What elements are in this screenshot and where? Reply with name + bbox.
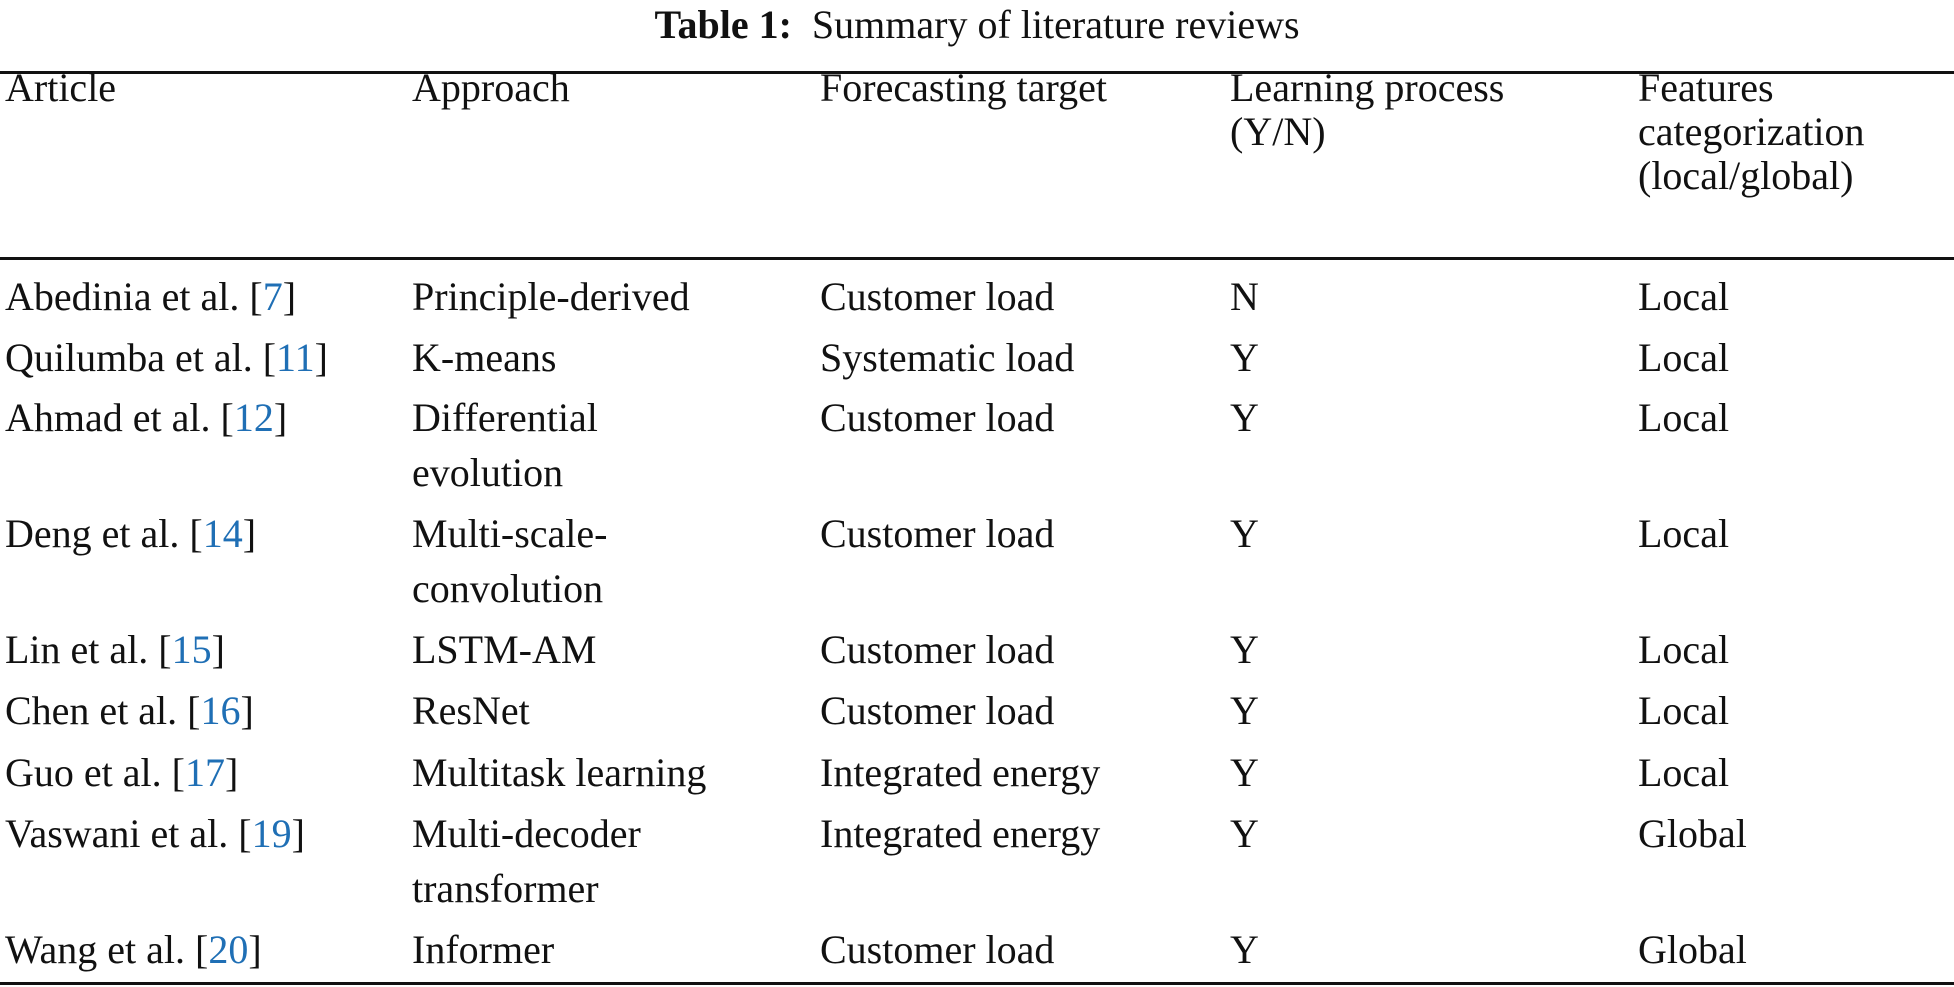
row-target: Customer load [820, 395, 1055, 440]
table-header-rule [0, 257, 1954, 260]
reference-link[interactable]: 12 [233, 395, 274, 440]
row-learning: Y [1230, 511, 1259, 556]
row-learning: Y [1230, 627, 1259, 672]
header-article: Article [5, 65, 117, 110]
row-features: Global [1638, 927, 1747, 972]
row-approach: ResNet [412, 688, 530, 733]
row-learning: Y [1230, 395, 1259, 440]
author-name: Quilumba et al. [5, 335, 253, 380]
row-approach: K-means [412, 335, 557, 380]
reference-link[interactable]: 17 [184, 750, 225, 795]
header-forecasting-target: Forecasting target [820, 65, 1107, 110]
row-article: Chen et al. [16] [5, 688, 254, 733]
row-learning: Y [1230, 688, 1259, 733]
author-name: Vaswani et al. [5, 811, 229, 856]
author-name: Wang et al. [5, 927, 186, 972]
row-learning: Y [1230, 927, 1259, 972]
author-name: Lin et al. [5, 627, 149, 672]
row-article: Wang et al. [20] [5, 927, 262, 972]
reference-link[interactable]: 14 [202, 511, 243, 556]
row-target: Customer load [820, 627, 1055, 672]
author-name: Chen et al. [5, 688, 178, 733]
header-features-local-global: (local/global) [1638, 153, 1854, 198]
row-target: Customer load [820, 274, 1055, 319]
row-target: Integrated energy [820, 750, 1101, 795]
reference-link[interactable]: 20 [208, 927, 249, 972]
row-learning: Y [1230, 750, 1259, 795]
row-approach-continued: convolution [412, 566, 604, 611]
table-caption-label: Table 1: [654, 2, 792, 47]
reference-link[interactable]: 19 [251, 811, 292, 856]
row-learning: N [1230, 274, 1259, 319]
header-features-categorization: categorization [1638, 109, 1865, 154]
row-article: Deng et al. [14] [5, 511, 257, 556]
header-features: Features [1638, 65, 1774, 110]
header-approach: Approach [412, 65, 570, 110]
author-name: Ahmad et al. [5, 395, 211, 440]
row-approach: Informer [412, 927, 555, 972]
row-approach-continued: transformer [412, 866, 599, 911]
reference-link[interactable]: 16 [200, 688, 241, 733]
reference-link[interactable]: 15 [171, 627, 212, 672]
row-approach: Multitask learning [412, 750, 707, 795]
row-target: Customer load [820, 511, 1055, 556]
row-article: Abedinia et al. [7] [5, 274, 297, 319]
row-features: Local [1638, 627, 1730, 672]
table-top-rule [0, 71, 1954, 74]
row-features: Local [1638, 688, 1730, 733]
author-name: Deng et al. [5, 511, 180, 556]
row-approach: LSTM-AM [412, 627, 597, 672]
row-features: Local [1638, 274, 1730, 319]
header-learning-process-yn: (Y/N) [1230, 109, 1326, 154]
row-features: Local [1638, 511, 1730, 556]
row-article: Guo et al. [17] [5, 750, 239, 795]
row-target: Customer load [820, 927, 1055, 972]
author-name: Guo et al. [5, 750, 162, 795]
row-article: Vaswani et al. [19] [5, 811, 305, 856]
row-approach: Principle-derived [412, 274, 690, 319]
row-features: Local [1638, 335, 1730, 380]
row-features: Global [1638, 811, 1747, 856]
row-learning: Y [1230, 811, 1259, 856]
reference-link[interactable]: 11 [276, 335, 315, 380]
row-features: Local [1638, 750, 1730, 795]
row-approach: Multi-decoder [412, 811, 641, 856]
author-name: Abedinia et al. [5, 274, 240, 319]
row-approach-continued: evolution [412, 450, 564, 495]
row-article: Quilumba et al. [11] [5, 335, 328, 380]
row-target: Systematic load [820, 335, 1075, 380]
row-target: Customer load [820, 688, 1055, 733]
header-learning-process: Learning process [1230, 65, 1505, 110]
row-approach: Multi-scale- [412, 511, 608, 556]
row-article: Ahmad et al. [12] [5, 395, 288, 440]
table-bottom-rule [0, 982, 1954, 985]
row-approach: Differential [412, 395, 598, 440]
row-target: Integrated energy [820, 811, 1101, 856]
table-caption-text: Summary of literature reviews [811, 2, 1300, 47]
row-features: Local [1638, 395, 1730, 440]
row-learning: Y [1230, 335, 1259, 380]
row-article: Lin et al. [15] [5, 627, 225, 672]
table-caption: Table 1: Summary of literature reviews [0, 0, 1954, 50]
reference-link[interactable]: 7 [262, 274, 283, 319]
